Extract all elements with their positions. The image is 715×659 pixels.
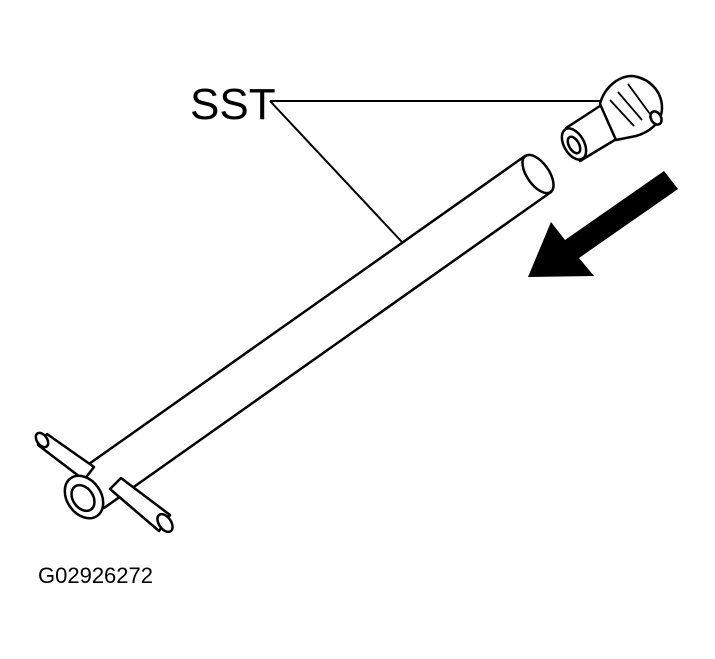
tool-shaft	[77, 153, 555, 510]
direction-arrow-icon	[528, 171, 678, 277]
figure-id: G02926272	[38, 563, 153, 588]
callout-leader-lines	[269, 100, 602, 243]
sst-callout-label: SST	[190, 80, 276, 129]
tool-shaft-end	[63, 474, 105, 520]
tool-crossbar	[34, 431, 174, 534]
socket-adapter-icon	[560, 74, 664, 163]
